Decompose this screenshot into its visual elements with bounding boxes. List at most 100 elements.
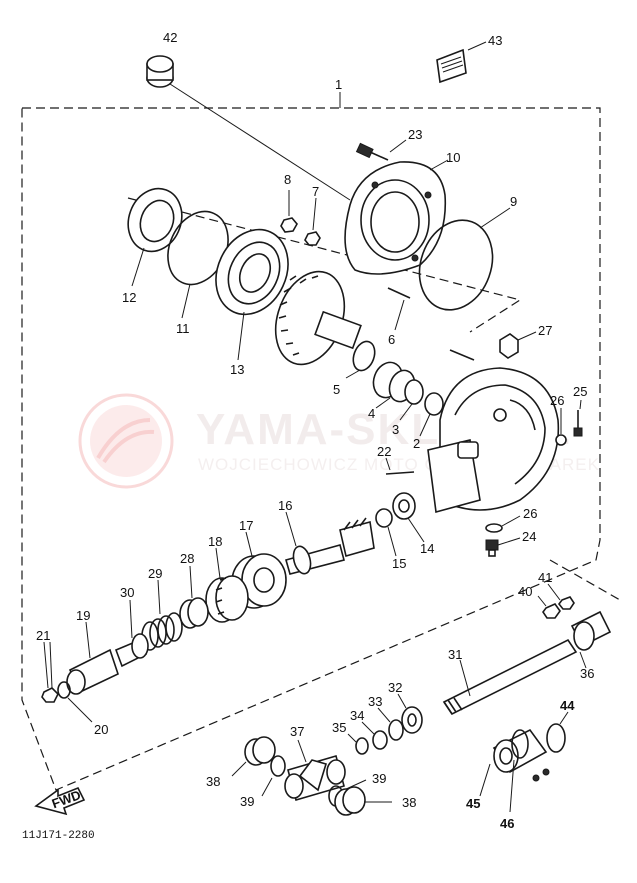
part-17-bearing: [231, 531, 287, 609]
label-part-23: 23: [408, 127, 422, 142]
label-part-36: 36: [580, 666, 594, 681]
label-part-24: 24: [522, 529, 536, 544]
label-part-15: 15: [392, 556, 406, 571]
part-41-nut: [547, 583, 575, 610]
ring-gear: [274, 270, 362, 366]
part-35-washer: [347, 733, 369, 755]
label-part-2: 2: [413, 436, 420, 451]
label-part-27: 27: [538, 323, 552, 338]
part-9-o-ring: [418, 207, 511, 311]
part-12-oil-seal: [127, 187, 183, 287]
part-43-label-plate: [436, 41, 487, 84]
part-27-cap: [499, 331, 537, 359]
part-21-nut: [41, 641, 59, 703]
label-part-19: 19: [76, 608, 90, 623]
part-5-shim: [345, 340, 376, 379]
part-34-nut: [361, 721, 388, 750]
gear-case-housing: [427, 367, 560, 514]
label-part-18: 18: [208, 534, 222, 549]
label-part-40: 40: [518, 584, 532, 599]
part-30-cam: [114, 599, 149, 668]
part-29-spring: [141, 579, 183, 651]
part-24-drain-plug: [485, 537, 521, 557]
label-part-31: 31: [448, 647, 462, 662]
label-part-41: 41: [538, 570, 552, 585]
label-part-29: 29: [148, 566, 162, 581]
label-part-26-upper: 26: [550, 393, 564, 408]
label-part-25: 25: [573, 384, 587, 399]
label-part-22: 22: [377, 444, 391, 459]
part-26-washer-upper: [555, 408, 567, 446]
part-26-washer-lower: [485, 515, 521, 533]
part-6-dowel-pins: [387, 287, 475, 361]
part-33-washer: [377, 707, 404, 741]
label-part-39-left: 39: [240, 794, 254, 809]
part-10-cover-plate: [344, 159, 449, 275]
label-part-21: 21: [36, 628, 50, 643]
part-44-o-ring: [546, 711, 569, 753]
label-part-44: 44: [560, 698, 575, 713]
part-46-seal: [509, 729, 529, 813]
label-part-1: 1: [335, 77, 342, 92]
label-part-38-right: 38: [402, 795, 416, 810]
label-part-42: 42: [163, 30, 177, 45]
part-4-bearing: [372, 361, 416, 409]
label-part-4: 4: [368, 406, 375, 421]
part-22-stud: [385, 457, 415, 475]
label-part-10: 10: [446, 150, 460, 165]
part-38-bearing-cup-left: [231, 736, 276, 777]
label-part-20: 20: [94, 722, 108, 737]
part-16-pinion-shaft: [285, 511, 375, 575]
part-36-coupling: [549, 559, 621, 669]
part-2-bushing: [419, 392, 444, 437]
part-7-nut: [304, 197, 321, 246]
label-part-33: 33: [368, 694, 382, 709]
label-part-7: 7: [312, 184, 319, 199]
part-18-gear: [205, 547, 249, 623]
part-20-washer: [57, 681, 93, 723]
label-part-46: 46: [500, 816, 514, 831]
label-part-6: 6: [388, 332, 395, 347]
part-3-bearing-race: [399, 379, 424, 421]
part-42-bushing: [146, 55, 351, 201]
label-part-26-lower: 26: [523, 506, 537, 521]
part-8-nut: [280, 190, 298, 233]
label-part-34: 34: [350, 708, 364, 723]
label-part-43: 43: [488, 33, 502, 48]
label-part-35: 35: [332, 720, 346, 735]
part-32-bearing: [397, 693, 423, 734]
label-part-5: 5: [333, 382, 340, 397]
part-38-bearing-cup-right: [334, 786, 392, 816]
part-14-bearing: [392, 492, 425, 543]
drawing-code: 11J171-2280: [22, 830, 95, 842]
label-part-11: 11: [176, 321, 190, 336]
watermark-logo: [78, 393, 174, 489]
part-40-washer: [537, 595, 561, 619]
label-part-37: 37: [290, 724, 304, 739]
label-part-32: 32: [388, 680, 402, 695]
part-28-collar: [179, 565, 209, 629]
part-31-drive-shaft: [442, 638, 578, 716]
forward-direction-arrow: FWD: [34, 786, 86, 816]
label-part-38-left: 38: [206, 774, 220, 789]
part-15-bushing: [375, 508, 397, 557]
label-part-9: 9: [510, 194, 517, 209]
label-part-17: 17: [239, 518, 253, 533]
label-part-12: 12: [122, 290, 136, 305]
label-part-13: 13: [230, 362, 244, 377]
part-45-flange: [479, 728, 550, 797]
part-19-follower: [66, 621, 119, 695]
part-25-bolt: [573, 399, 583, 437]
part-39-circlip-left: [261, 755, 286, 797]
label-part-3: 3: [392, 422, 399, 437]
label-part-30: 30: [120, 585, 134, 600]
label-part-16: 16: [278, 498, 292, 513]
label-part-8: 8: [284, 172, 291, 187]
part-13-bearing: [215, 228, 289, 361]
label-part-45: 45: [466, 796, 480, 811]
part-23-bolt: [355, 139, 407, 161]
part-37-universal-joint: [284, 739, 346, 801]
assembly-outline: [21, 107, 601, 791]
label-part-14: 14: [420, 541, 434, 556]
label-part-28: 28: [180, 551, 194, 566]
